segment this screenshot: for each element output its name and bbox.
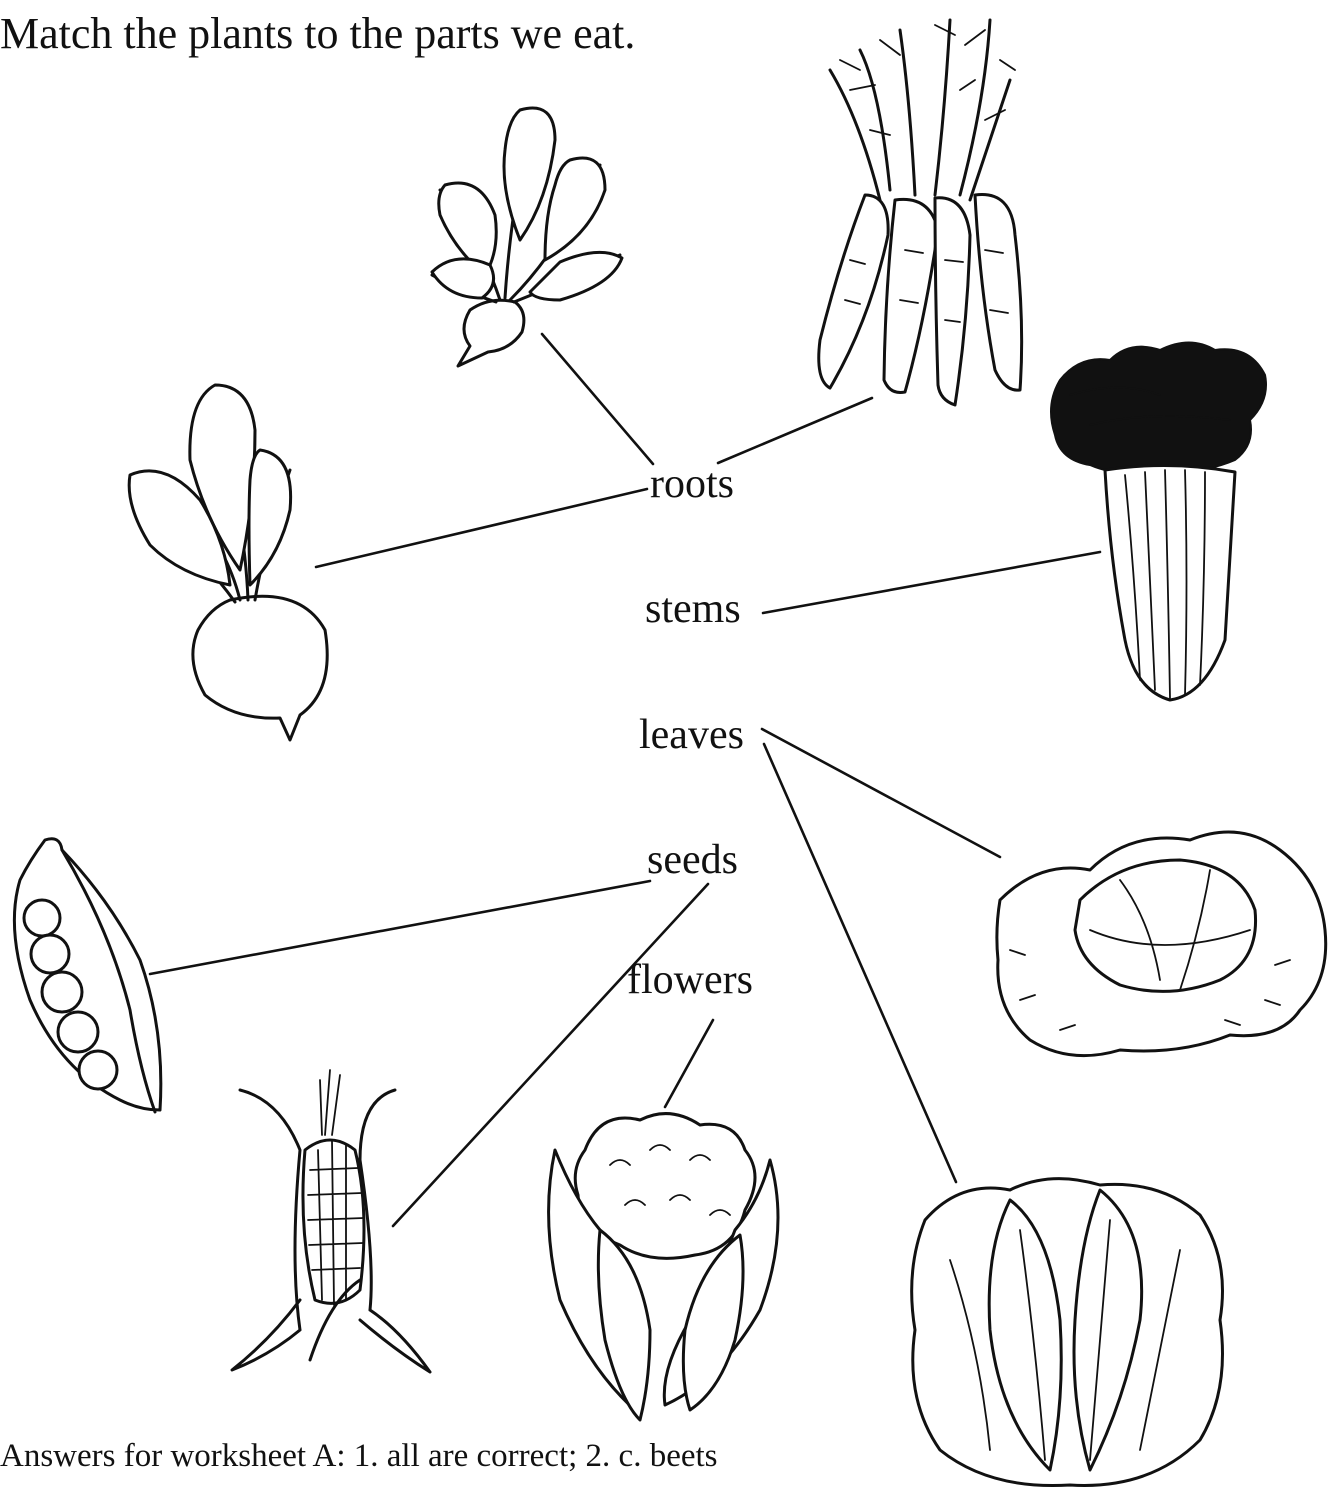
lettuce-icon bbox=[912, 1179, 1223, 1486]
beet-icon bbox=[129, 385, 327, 740]
carrots-icon bbox=[819, 20, 1022, 405]
corn-icon bbox=[232, 1070, 430, 1372]
pea-pod-icon bbox=[14, 839, 160, 1112]
line-leaves-lettuce bbox=[764, 744, 956, 1182]
line-celery-stems bbox=[763, 552, 1100, 613]
cauliflower-icon bbox=[549, 1114, 778, 1420]
line-beet-roots bbox=[316, 489, 647, 567]
celery-icon bbox=[1051, 343, 1266, 701]
cabbage-icon bbox=[997, 832, 1326, 1056]
line-pea-seeds bbox=[150, 881, 650, 974]
line-cauliflower-flowers bbox=[665, 1020, 713, 1107]
line-carrots-roots bbox=[718, 398, 872, 463]
radish-icon bbox=[432, 108, 622, 366]
matching-lines bbox=[150, 334, 1100, 1226]
line-radish-roots bbox=[542, 334, 653, 464]
line-leaves-cabbage bbox=[762, 729, 1000, 857]
